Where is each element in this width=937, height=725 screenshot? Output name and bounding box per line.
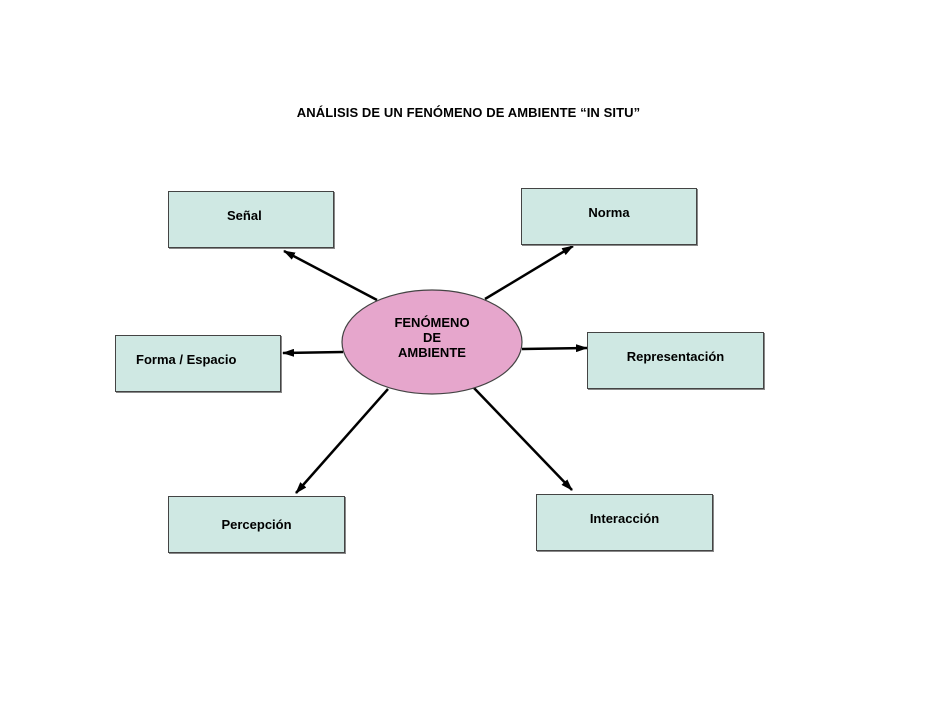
node-percepcion-label: Percepción <box>221 517 292 532</box>
node-forma-espacio-label: Forma / Espacio <box>136 352 237 367</box>
node-senal: Señal <box>168 191 334 248</box>
node-senal-label: Señal <box>227 208 262 223</box>
arrow-to-senal <box>283 249 378 302</box>
arrow-to-norma <box>484 244 574 301</box>
node-norma-label: Norma <box>588 205 630 220</box>
arrow-to-interaccion <box>473 387 573 491</box>
arrow-to-forma-espacio <box>282 348 344 357</box>
center-label-line-2: DE <box>422 330 442 345</box>
arrow-to-representacion <box>521 344 588 353</box>
node-percepcion: Percepción <box>168 496 345 553</box>
center-label-line-3: AMBIENTE <box>398 345 466 360</box>
node-forma-espacio: Forma / Espacio <box>115 335 281 392</box>
node-norma: Norma <box>521 188 697 245</box>
node-representacion-label: Representación <box>626 349 725 364</box>
node-interaccion-label: Interacción <box>589 511 660 526</box>
arrow-to-percepcion <box>295 388 389 494</box>
center-label-line-1: FENÓMENO <box>394 315 470 330</box>
node-interaccion: Interacción <box>536 494 713 551</box>
node-representacion: Representación <box>587 332 764 389</box>
center-label: FENÓMENO DE AMBIENTE <box>362 315 502 360</box>
diagram-title: ANÁLISIS DE UN FENÓMENO DE AMBIENTE “IN … <box>296 105 641 120</box>
center-ellipse <box>341 289 523 395</box>
